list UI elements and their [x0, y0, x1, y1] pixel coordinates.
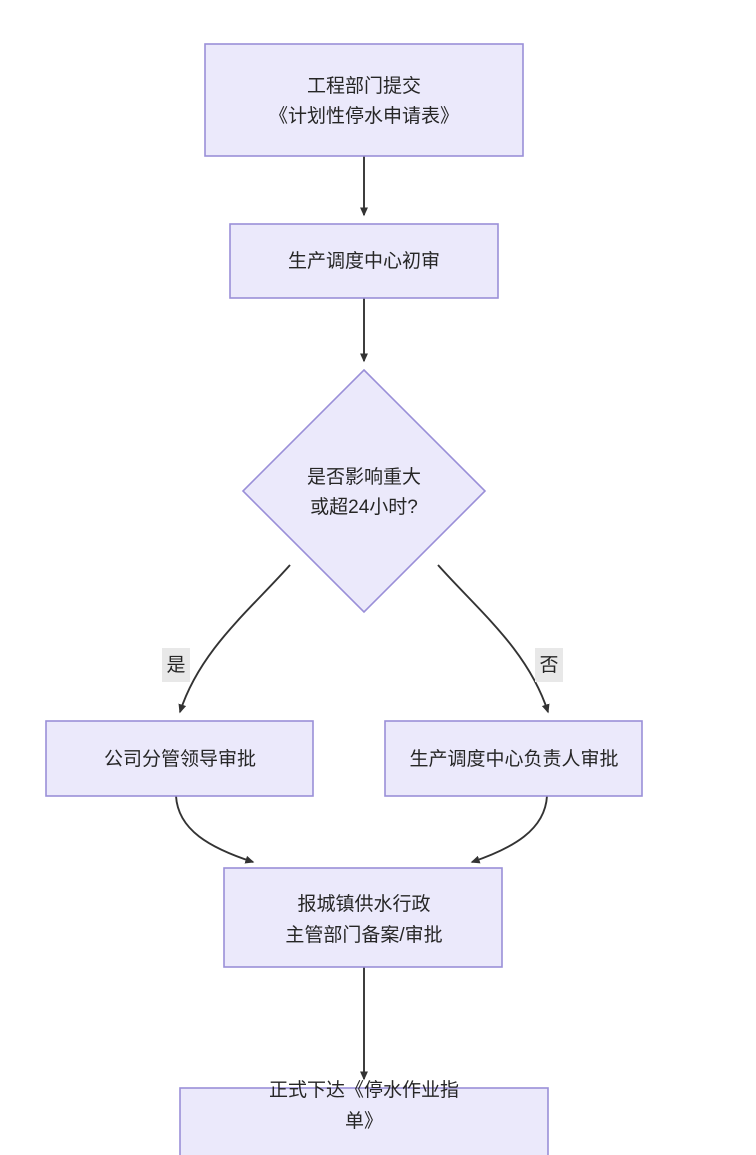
- node-municipal-filing-line1: 报城镇供水行政: [297, 893, 430, 915]
- edge-label-yes: 是: [162, 648, 190, 682]
- edge-label-no-bg: [535, 648, 563, 682]
- edge-label-yes-text: 是: [166, 655, 185, 676]
- node-dispatch-manager-approval-shape: [384, 720, 643, 797]
- node-company-leader-approval-shape: [45, 720, 314, 797]
- node-company-leader-approval[interactable]: 公司分管领导审批: [45, 720, 314, 797]
- node-issue-shutdown-order-shape: [179, 1087, 549, 1155]
- edge-layer: [175, 156, 550, 1081]
- node-municipal-filing-line2: 主管部门备案/审批: [285, 924, 442, 946]
- node-issue-shutdown-order[interactable]: 正式下达《停水作业指 单》: [179, 1079, 549, 1155]
- node-submit-application-shape: [204, 43, 524, 157]
- node-municipal-filing[interactable]: 报城镇供水行政 主管部门备案/审批: [223, 867, 503, 968]
- node-dispatch-manager-approval[interactable]: 生产调度中心负责人审批: [384, 720, 643, 797]
- node-submit-application[interactable]: 工程部门提交 《计划性停水申请表》: [204, 43, 524, 157]
- node-dispatch-center-review[interactable]: 生产调度中心初审: [229, 223, 499, 299]
- node-company-leader-approval-label: 公司分管领导审批: [104, 748, 256, 770]
- edge-decision-no: [437, 564, 550, 714]
- node-decision-major-impact[interactable]: 是否影响重大 或超24小时?: [241, 368, 487, 614]
- node-dispatch-center-review-label: 生产调度中心初审: [288, 250, 440, 272]
- node-submit-application-line2: 《计划性停水申请表》: [269, 105, 459, 127]
- node-submit-application-line1: 工程部门提交: [307, 75, 421, 97]
- edge-leader-to-filing: [175, 795, 255, 864]
- edge-decision-yes: [178, 564, 291, 714]
- node-decision-major-impact-line1: 是否影响重大: [307, 466, 421, 488]
- edge-label-no-text: 否: [539, 655, 558, 676]
- node-dispatch-center-review-shape: [229, 223, 499, 299]
- node-issue-shutdown-order-line1: 正式下达《停水作业指: [269, 1079, 459, 1101]
- node-municipal-filing-shape: [223, 867, 503, 968]
- node-dispatch-manager-approval-label: 生产调度中心负责人审批: [409, 748, 618, 770]
- node-decision-major-impact-shape: [241, 368, 487, 614]
- edge-label-yes-bg: [162, 648, 190, 682]
- node-decision-major-impact-line2: 或超24小时?: [310, 496, 418, 518]
- edge-label-no: 否: [535, 648, 563, 682]
- node-issue-shutdown-order-line2: 单》: [345, 1110, 383, 1132]
- edge-manager-to-filing: [470, 795, 548, 864]
